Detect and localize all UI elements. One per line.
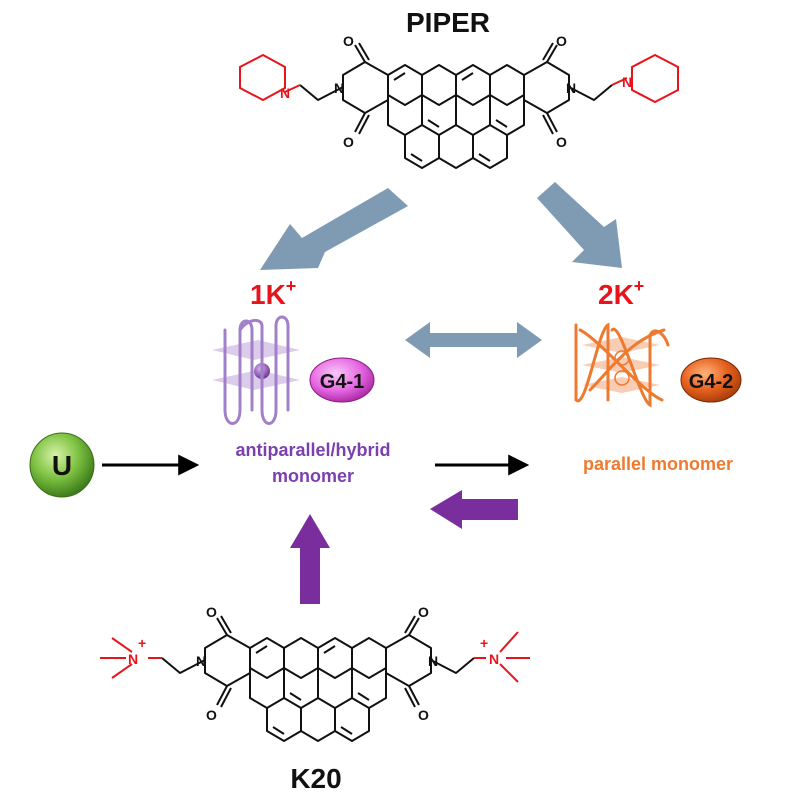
state-2k-label: 2K+	[598, 276, 644, 310]
k20-left-ammonium	[100, 637, 162, 679]
g4-2-badge-text: G4-2	[689, 371, 733, 393]
g4-1-structure	[212, 315, 300, 425]
k20-o-bottom-left: O	[206, 707, 217, 723]
piper-o-top-right: O	[556, 33, 567, 49]
k20-plus-left: +	[138, 635, 146, 651]
g4-1-badge-text: G4-1	[320, 371, 364, 393]
piper-structure	[299, 42, 613, 169]
g4-1-desc-line2: monomer	[272, 466, 354, 486]
piper-title: PIPER	[406, 7, 490, 38]
k20-structure	[161, 615, 475, 742]
unfolded-ball: U	[29, 432, 95, 498]
piper-o-top-left: O	[343, 33, 354, 49]
steel-double-arrow	[405, 322, 542, 358]
piper-right-piperidine	[611, 53, 679, 104]
k20-n-right-ammonium: N	[489, 651, 499, 667]
g4-1-desc-line1: antiparallel/hybrid	[235, 440, 390, 460]
g4-2-structure	[574, 322, 670, 408]
k20-o-top-right: O	[418, 604, 429, 620]
k20-title: K20	[290, 763, 341, 794]
k20-n-right: N	[428, 653, 438, 669]
unfolded-label: U	[52, 450, 72, 481]
piper-n-right: N	[566, 80, 576, 96]
piper-n-left-ring: N	[280, 85, 290, 101]
piper-o-bottom-left: O	[343, 134, 354, 150]
k20-o-bottom-right: O	[418, 707, 429, 723]
g4-2-badge: G4-2	[680, 357, 742, 403]
g4-2-desc: parallel monomer	[583, 454, 733, 474]
k20-plus-right: +	[480, 635, 488, 651]
state-1k-label: 1K+	[250, 276, 296, 310]
piper-left-piperidine	[239, 53, 301, 102]
piper-n-left: N	[334, 80, 344, 96]
steel-arrow-left-down	[260, 188, 408, 270]
purple-arrow-up	[290, 514, 330, 604]
k20-right-ammonium	[474, 631, 530, 683]
steel-arrow-right-down	[537, 182, 622, 268]
k20-n-left-ammonium: N	[128, 651, 138, 667]
g4-1-badge: G4-1	[309, 357, 375, 403]
k20-o-top-left: O	[206, 604, 217, 620]
piper-o-bottom-right: O	[556, 134, 567, 150]
k20-n-left: N	[196, 653, 206, 669]
piper-n-right-ring: N	[622, 74, 632, 90]
purple-arrow-left	[430, 490, 518, 529]
